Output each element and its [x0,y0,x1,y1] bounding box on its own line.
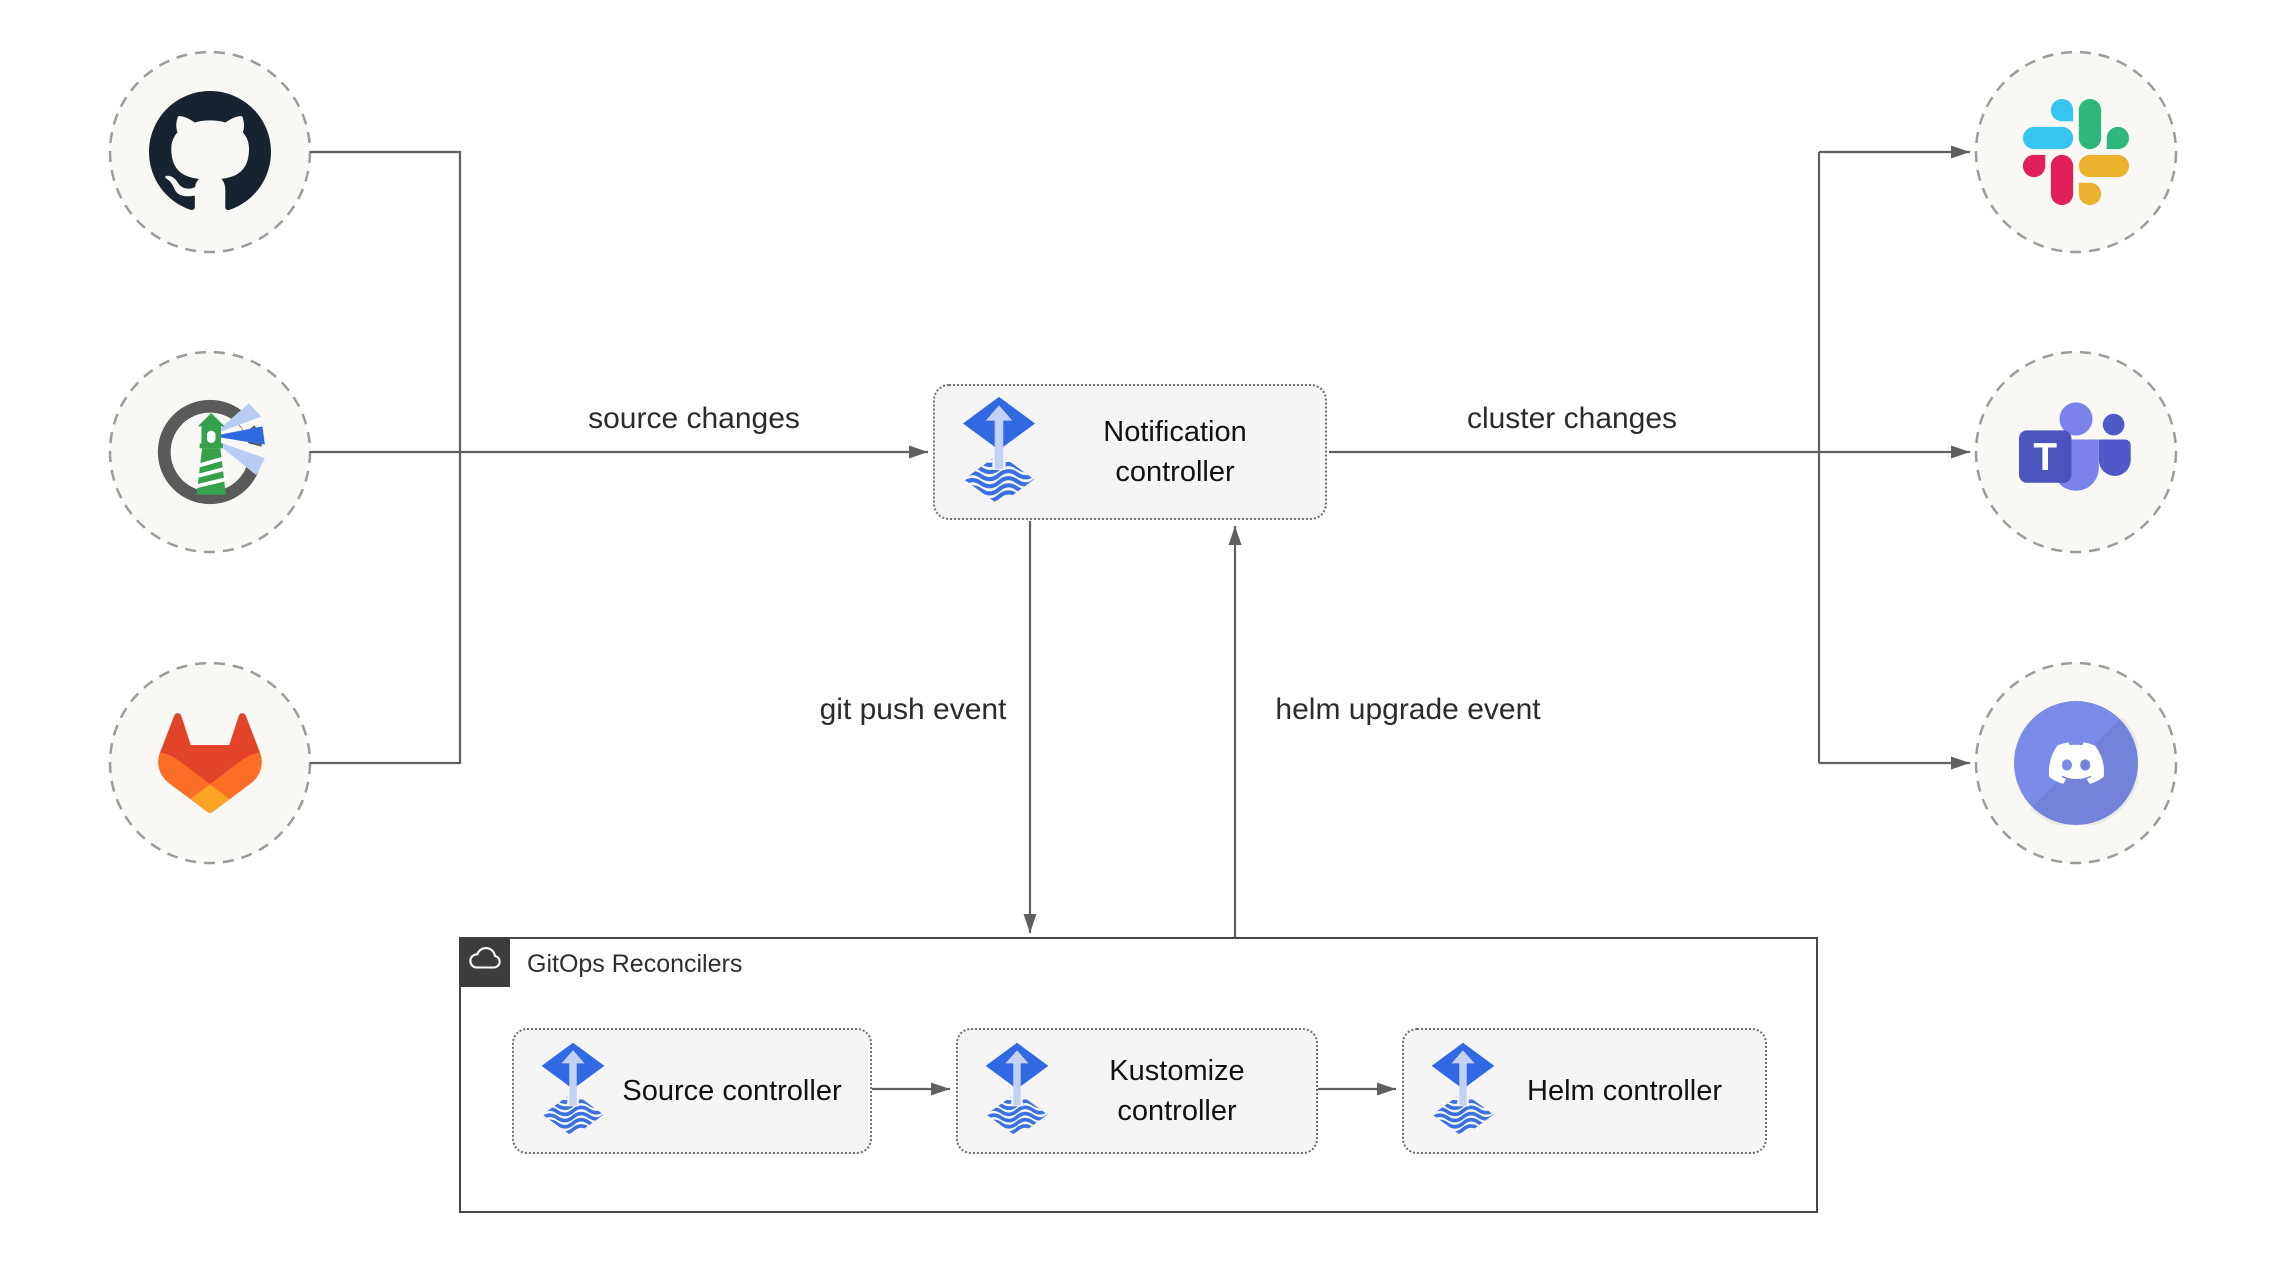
helm-controller-node: Helm controller [1402,1028,1767,1154]
gitops-badge [459,937,510,987]
slack-icon [2023,99,2129,205]
microsoft-teams-icon: T [2012,395,2140,509]
gitlab-icon [140,693,280,833]
teams-letter-t: T [2033,436,2057,479]
kustomize-controller-node: Kustomize controller [956,1028,1318,1154]
edge-label-helm-upgrade-event: helm upgrade event [1275,693,1541,726]
flux-icon [540,1041,606,1142]
edge-label-cluster-changes: cluster changes [1466,402,1678,435]
kustomize-controller-label: Kustomize controller [1109,1054,1245,1127]
discord-icon [2014,701,2138,825]
gitops-reconcilers-title: GitOps Reconcilers [527,950,743,978]
flux-icon [961,395,1037,510]
cloud-icon [467,946,503,978]
notification-controller-label: Notification controller [1103,415,1247,488]
left-bus-line [310,150,462,765]
slack-circle [1974,50,2178,254]
harbor-icon [149,391,271,513]
edge-label-git-push-event: git push event [819,693,1007,726]
flux-icon [1430,1041,1496,1142]
helm-controller-label: Helm controller [1527,1074,1722,1107]
gitops-reconcilers-container: GitOps Reconcilers [459,937,1818,1213]
notification-controller-node: Notification controller [933,384,1327,520]
flux-icon [984,1041,1050,1142]
edge-label-source-changes: source changes [588,402,800,435]
source-controller-label: Source controller [622,1074,842,1107]
github-icon [149,91,271,213]
source-controller-node: Source controller [512,1028,872,1154]
